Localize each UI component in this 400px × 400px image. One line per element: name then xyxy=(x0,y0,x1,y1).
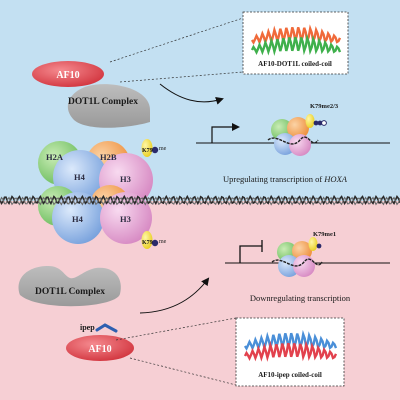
h2b-label: H2B xyxy=(100,152,117,162)
k79-lysine-icon xyxy=(141,139,153,157)
af10-top-label: AF10 xyxy=(56,70,79,81)
bottom-inset-connector xyxy=(115,317,237,386)
upregulating-text: Upregulating transcription of HOXA xyxy=(223,174,348,184)
small-nucleosome-top: K79me2/3 xyxy=(267,103,339,156)
h3-label: H3 xyxy=(120,174,131,184)
methyl-group-icon xyxy=(317,120,323,126)
dot1l-complex-top: DOT1L Complex xyxy=(67,84,150,128)
ipep-peptide: ipep xyxy=(80,323,118,333)
coil-green xyxy=(250,33,342,57)
top-curved-arrow xyxy=(159,83,224,105)
methyl-group-icon xyxy=(316,243,322,249)
dot1l-complex-top-label: DOT1L Complex xyxy=(68,97,138,107)
methyl-group-icon xyxy=(151,146,159,154)
dot1l-complex-bottom-label: DOT1L Complex xyxy=(35,287,105,297)
mark-bottom-label: K79me1 xyxy=(313,231,336,238)
methyl-group-icon xyxy=(151,239,159,247)
h4-label: H4 xyxy=(74,172,86,182)
promoter-arrow-icon xyxy=(211,123,240,143)
h3-bottom-label: H3 xyxy=(120,214,131,224)
k79-top-label: K79 xyxy=(142,148,153,154)
me-top-label: me xyxy=(159,146,167,152)
k79-bottom-label: K79 xyxy=(142,240,153,246)
histone-h4 xyxy=(52,192,104,244)
ipep-icon xyxy=(95,323,118,333)
dot1l-complex-bottom: DOT1L Complex xyxy=(18,266,121,307)
me-bottom-label: me xyxy=(159,239,167,245)
top-inset-connector xyxy=(109,17,244,83)
nucleosome-bottom: H4 H3 K79 me xyxy=(38,185,167,249)
h2a-label: H2A xyxy=(46,152,64,162)
coil-inset-bottom: AF10-ipep coiled-coil xyxy=(235,317,345,387)
coil-blue xyxy=(243,329,338,353)
methyl-group-icon xyxy=(313,120,319,126)
coil-top-caption: AF10-DOT1L coiled-coil xyxy=(258,60,332,68)
downregulating-text: Downregulating transcription xyxy=(250,293,351,303)
dna-strand-back xyxy=(0,196,400,206)
ipep-label: ipep xyxy=(80,323,95,332)
coil-red xyxy=(243,340,338,362)
coil-inset-top: AF10-DOT1L coiled-coil xyxy=(242,11,349,75)
histone-h3 xyxy=(100,192,152,244)
h4-bottom-label: H4 xyxy=(72,214,84,224)
af10-bottom-label: AF10 xyxy=(88,344,111,355)
k79-lysine-icon xyxy=(141,231,153,249)
small-nucleosome-bottom: K79me1 xyxy=(271,231,336,277)
nucleosome-top: H2A H2B H4 H3 K79 me xyxy=(38,139,167,207)
af10-bottom: AF10 xyxy=(66,335,134,361)
repressor-tbar-icon xyxy=(239,240,263,263)
bottom-curved-arrow xyxy=(139,277,210,314)
methyl-group-icon xyxy=(321,120,327,126)
af10-top: AF10 xyxy=(32,61,104,87)
mark-top-label: K79me2/3 xyxy=(310,103,339,110)
k79-lysine-icon xyxy=(305,114,315,128)
dna-strand xyxy=(0,194,400,206)
coil-bottom-caption: AF10-ipep coiled-coil xyxy=(258,371,322,379)
k79-lysine-icon xyxy=(308,237,318,251)
